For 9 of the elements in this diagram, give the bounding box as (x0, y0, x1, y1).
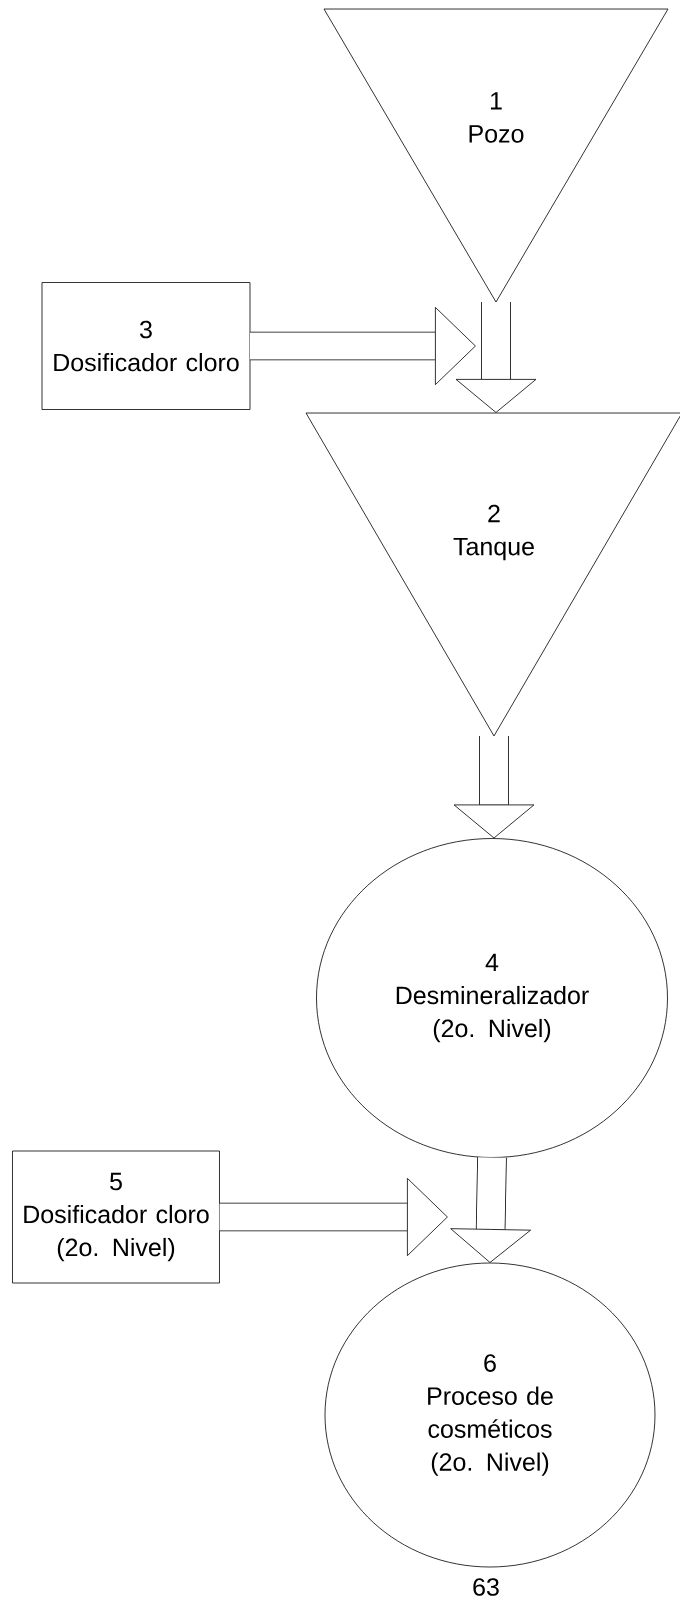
triangle-node: 2 Tanque (305, 412, 680, 737)
block-arrow (450, 1157, 531, 1263)
process-box: 5 Dosificador cloro (2o. Nivel) (12, 1150, 220, 1284)
block-arrow (455, 302, 537, 413)
block-arrow (453, 736, 535, 839)
process-box: 3 Dosificador cloro (41, 282, 251, 410)
block-arrow (219, 1177, 448, 1257)
triangle-node: 1 Pozo (323, 8, 669, 303)
block-arrow (250, 307, 476, 386)
